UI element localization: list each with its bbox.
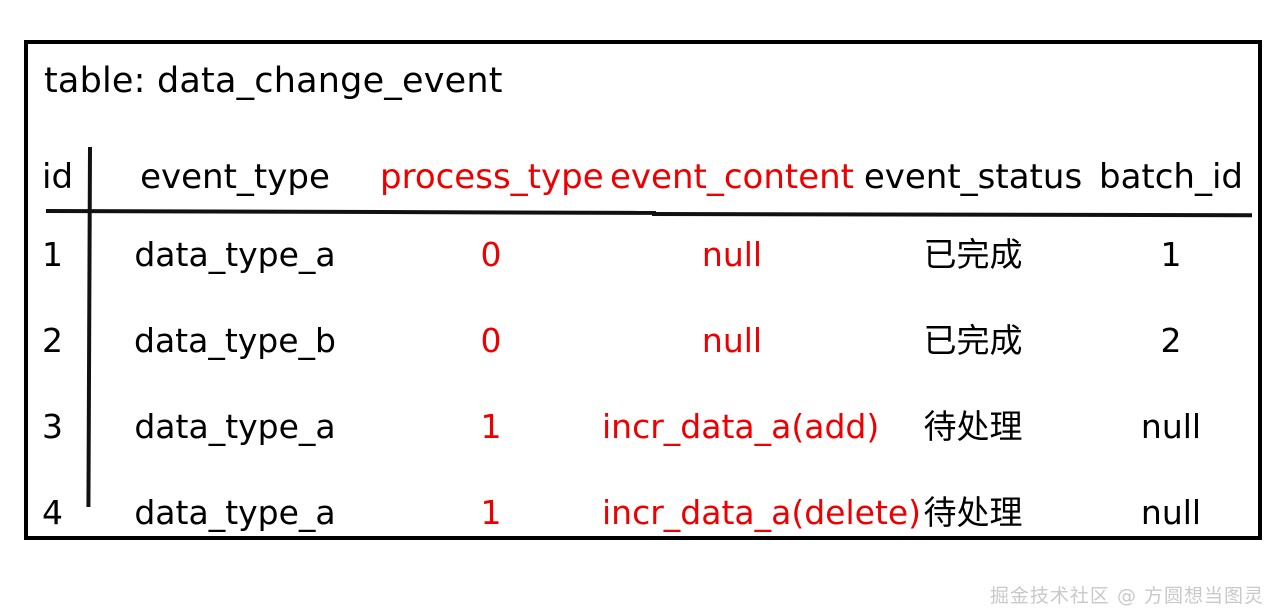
cell-event-type: data_type_a — [134, 407, 336, 446]
table-row: 3 data_type_a 1 incr_data_a(add) 待处理 nul… — [28, 384, 1258, 470]
cell-event-content: null — [701, 321, 763, 360]
cell-process-type: 1 — [480, 493, 502, 532]
column-header-event-content: event_content — [609, 157, 854, 197]
column-header-process-type: process_type — [380, 157, 604, 197]
cell-process-type: 1 — [480, 407, 502, 446]
table-grid: id event_type process_type event_content… — [28, 142, 1258, 536]
table-diagram-box: table: data_change_event id event_type p… — [24, 40, 1262, 540]
cell-id: 2 — [42, 321, 63, 360]
table-row: 2 data_type_b 0 null 已完成 2 — [28, 298, 1258, 384]
column-header-event-type: event_type — [140, 157, 330, 197]
cell-id: 1 — [42, 235, 63, 274]
cell-process-type: 0 — [480, 235, 502, 274]
cell-batch-id: null — [1140, 493, 1202, 532]
column-header-id: id — [42, 157, 74, 197]
watermark: 掘金技术社区 @ 方圆想当图灵 — [989, 585, 1264, 607]
table-caption: table: data_change_event — [44, 61, 503, 101]
cell-event-type: data_type_a — [134, 235, 336, 274]
cell-event-type: data_type_a — [134, 493, 336, 532]
cell-id: 3 — [42, 407, 63, 446]
column-header-batch-id: batch_id — [1098, 157, 1244, 197]
cell-event-content: incr_data_a(add) — [602, 407, 880, 446]
cell-event-status: 已完成 — [923, 235, 1023, 274]
table-row: 1 data_type_a 0 null 已完成 1 — [28, 212, 1258, 298]
cell-batch-id: 1 — [1160, 235, 1182, 274]
cell-batch-id: 2 — [1160, 321, 1182, 360]
cell-event-status: 待处理 — [923, 493, 1023, 532]
cell-event-status: 已完成 — [923, 321, 1023, 360]
cell-event-content: incr_data_a(delete) — [602, 493, 922, 532]
cell-event-status: 待处理 — [923, 407, 1023, 446]
column-header-event-status: event_status — [863, 157, 1083, 197]
cell-process-type: 0 — [480, 321, 502, 360]
cell-id: 4 — [42, 493, 63, 532]
table-row: 4 data_type_a 1 incr_data_a(delete) 待处理 … — [28, 470, 1258, 536]
table-header-row: id event_type process_type event_content… — [28, 142, 1258, 212]
cell-event-type: data_type_b — [134, 321, 336, 360]
cell-event-content: null — [701, 235, 763, 274]
cell-batch-id: null — [1140, 407, 1202, 446]
